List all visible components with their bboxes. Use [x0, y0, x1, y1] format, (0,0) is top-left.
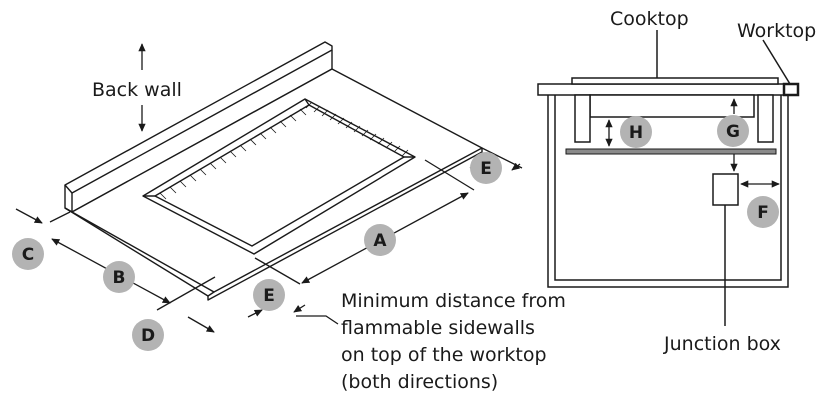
cooktop-plate: [571, 77, 779, 85]
badge-H: H: [620, 116, 652, 148]
svg-text:F: F: [757, 203, 769, 223]
badge-F: F: [747, 196, 779, 228]
cabinet-inner: [554, 95, 782, 281]
badge-A: A: [364, 224, 396, 256]
backsplash: [64, 41, 333, 194]
svg-text:E: E: [480, 159, 492, 179]
cooktop-label: Cooktop: [610, 8, 689, 30]
svg-text:B: B: [113, 268, 126, 288]
cooktop-foot-right: [757, 94, 774, 143]
cabinet-outer: [547, 95, 789, 288]
badge-E-right: E: [470, 152, 502, 184]
junction-box: [712, 173, 739, 206]
svg-text:D: D: [141, 326, 155, 346]
note-line-1: Minimum distance from: [341, 290, 566, 312]
worktop-perspective-drawing: [64, 41, 483, 301]
minimum-distance-note: Minimum distance from flammable sidewall…: [341, 290, 566, 393]
svg-text:E: E: [263, 286, 275, 306]
svg-text:A: A: [373, 231, 387, 251]
note-line-2: flammable sidewalls: [341, 317, 535, 339]
worktop-slab: [537, 83, 799, 96]
badge-C: C: [12, 238, 44, 270]
cabinet-cross-section: [537, 30, 800, 326]
badge-E-bottom: E: [253, 279, 285, 311]
cooktop-foot-left: [574, 94, 591, 143]
svg-text:H: H: [629, 123, 643, 143]
badge-G: G: [717, 115, 749, 147]
junction-box-label: Junction box: [663, 333, 781, 355]
badge-B: B: [103, 261, 135, 293]
dimension-lines-right: [605, 98, 780, 188]
note-line-4: (both directions): [341, 371, 498, 393]
svg-text:G: G: [726, 122, 740, 142]
cooktop-body: [589, 94, 755, 118]
worktop-label: Worktop: [737, 20, 816, 42]
note-line-3: on top of the worktop: [341, 344, 547, 366]
badge-D: D: [132, 319, 164, 351]
back-wall-label: Back wall: [92, 79, 182, 101]
shelf: [565, 148, 777, 155]
svg-text:C: C: [22, 245, 34, 265]
